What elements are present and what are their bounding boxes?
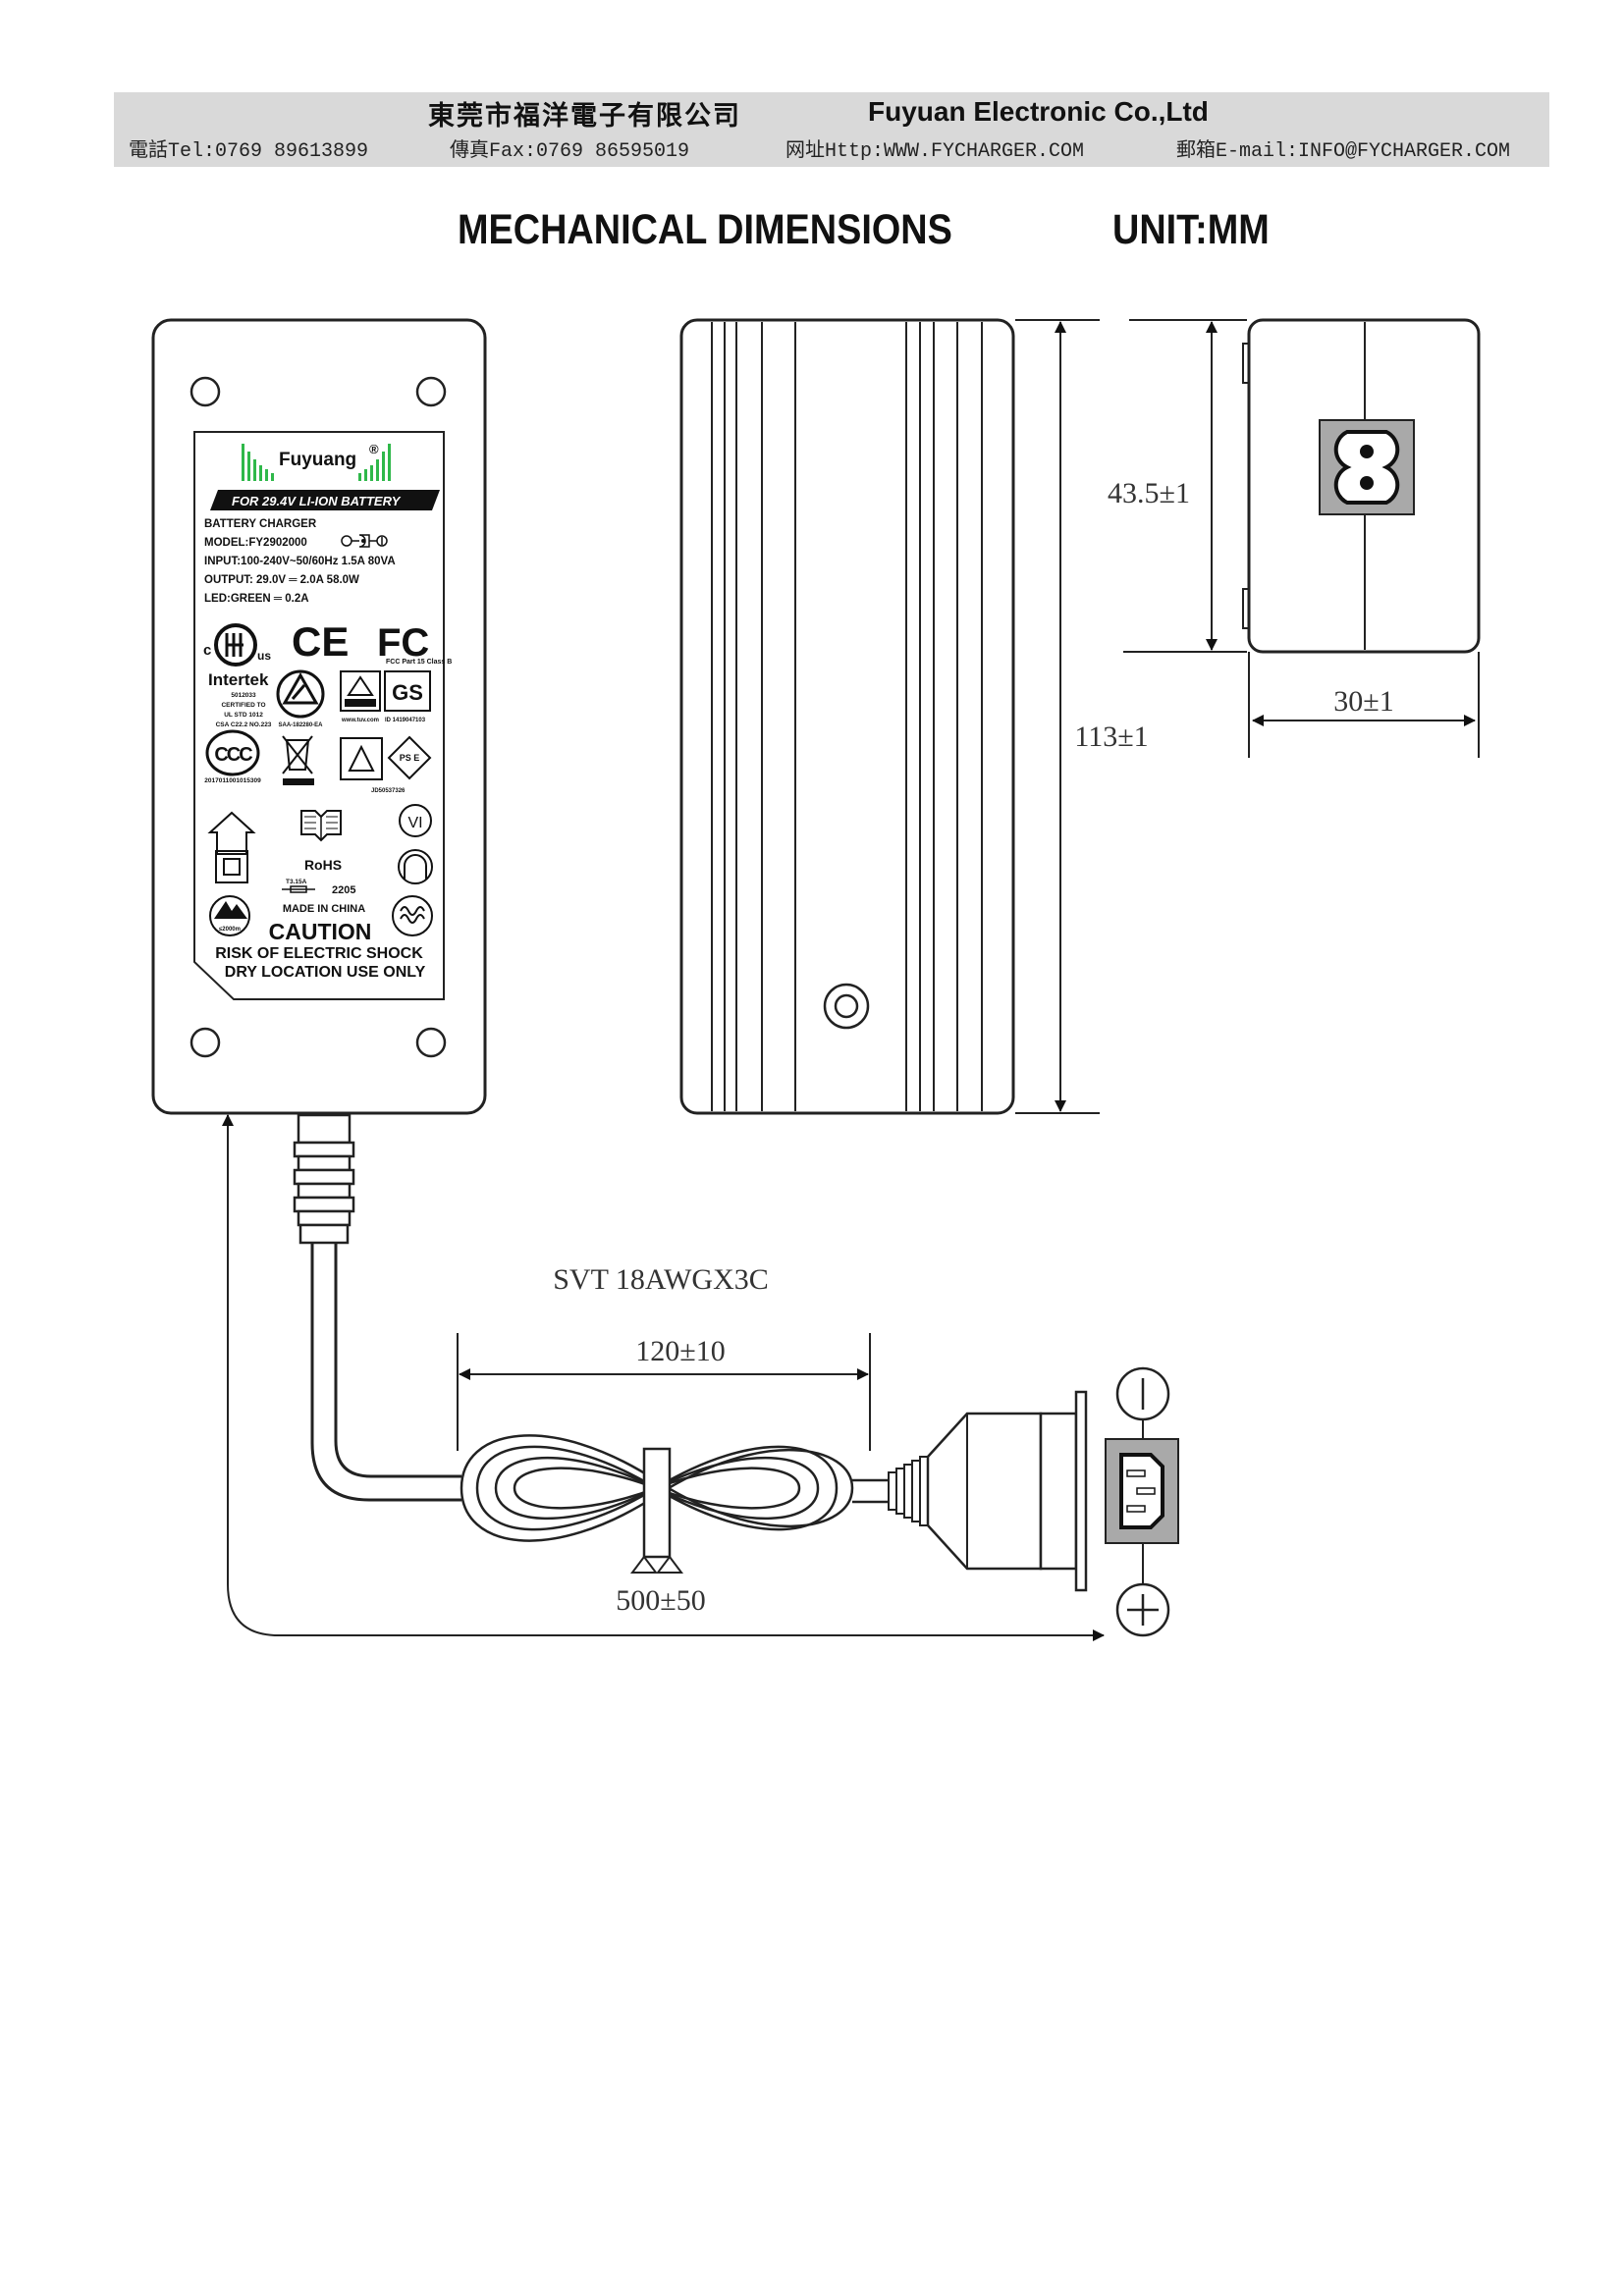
ccc-mark-icon: CCC [205,729,260,776]
weee-bin-icon [282,735,314,785]
mount-hole [415,376,447,407]
efficiency-vi-icon: VI [399,804,432,837]
gs-mark-icon: GS [384,670,431,712]
pse-mark-icon: PS E [387,735,432,780]
energy-efficiency-icon [392,895,433,936]
cable-length-dimension [222,1114,1105,1641]
company-name-en: Fuyuan Electronic Co.,Ltd [868,96,1209,127]
label-line: BATTERY CHARGER [204,518,317,530]
iec-socket-icon [1105,1438,1179,1544]
safety-transformer-icon [398,849,433,884]
svg-text:c: c [203,642,211,659]
height-dimension [1123,319,1247,653]
double-insulation-icon [215,850,248,883]
rcm-mark-icon [276,669,325,719]
svg-text:us: us [257,649,271,663]
battery-banner: FOR 29.4V LI-ION BATTERY [232,494,402,508]
cable-length-label: 500±50 [616,1584,705,1617]
etl-mark-icon: c us [203,623,271,667]
output-cable [852,1478,889,1504]
fcc-note: FCC Part 15 Class B [386,659,452,666]
warning-line: DRY LOCATION USE ONLY [225,964,426,981]
page-title: MECHANICAL DIMENSIONS [458,206,952,253]
coil-length-label: 120±10 [635,1335,725,1367]
indoor-use-icon [207,811,256,855]
mount-hole [189,1027,221,1058]
height-label: 43.5±1 [1108,477,1190,509]
date-code: 2205 [332,884,355,896]
altitude-icon: ≤2000m [209,895,250,936]
caution-heading: CAUTION [269,919,372,944]
svg-text:VI: VI [407,815,422,831]
polarity-symbol-icon [341,534,388,548]
registered-mark: ® [369,442,379,456]
saa-number: SAA-182280-EA [278,722,323,728]
coil-dimension [457,1333,871,1451]
tel-text: 電話Tel:0769 89613899 [129,140,369,163]
width-label: 30±1 [1333,685,1393,718]
power-cable [310,1243,461,1502]
label-line: MODEL:FY2902000 [204,537,307,549]
mount-hole [415,1027,447,1058]
svg-text:CCC: CCC [214,744,252,766]
tuv-id: ID 1419047103 [385,718,426,723]
web-text: 网址Http:WWW.FYCHARGER.COM [785,140,1085,163]
length-dimension [1015,319,1100,1114]
intertek-mark: Intertek [208,670,269,689]
label-line: INPUT:100-240V~50/60Hz 1.5A 80VA [204,556,396,567]
coiled-cable [460,1434,854,1574]
svg-text:CSA C22.2 NO.223: CSA C22.2 NO.223 [216,721,272,728]
tuv-web: www.tuv.com [341,718,379,723]
fuse-rating: T3.15A [286,879,307,885]
svg-text:≤2000m: ≤2000m [219,927,241,933]
fcc-mark-icon: FC [377,621,429,665]
cable-strain-relief [293,1113,355,1245]
label-line: OUTPUT: 29.0V ═ 2.0A 58.0W [204,574,359,586]
label-line: LED:GREEN ═ 0.2A [204,593,309,605]
svg-text:5012033: 5012033 [231,692,256,699]
pse-number: JD50537326 [371,788,406,794]
ccc-number: 2017011001015309 [204,777,261,784]
positive-terminal-icon [1115,1582,1170,1637]
negative-terminal-icon [1115,1366,1170,1421]
output-connector [888,1390,1088,1592]
length-label: 113±1 [1074,721,1148,753]
fuse-icon [282,885,315,893]
svg-text:UL STD 1012: UL STD 1012 [224,712,263,719]
cable-type-label: SVT 18AWGX3C [553,1263,769,1296]
ce-mark-icon: CE [292,618,349,665]
charger-side-view [1242,318,1481,654]
fax-text: 傳真Fax:0769 86595019 [450,140,690,163]
company-header: 東莞市福洋電子有限公司 Fuyuan Electronic Co.,Ltd 電話… [114,92,1549,167]
charger-front-view: Fuyuang ® FOR 29.4V LI-ION BATTERY BATTE… [151,318,487,1115]
brand-name: Fuyuang [279,450,356,470]
tuv-mark-icon [340,670,381,712]
manual-book-icon [300,810,342,842]
unit-title: UNIT:MM [1112,206,1270,253]
svg-text:GS: GS [392,680,423,705]
rohs-mark: RoHS [304,857,342,873]
warning-line: RISK OF ELECTRIC SHOCK [215,945,423,962]
warning-triangle-icon [340,737,383,780]
email-text: 郵箱E-mail:INFO@FYCHARGER.COM [1176,140,1511,163]
svg-text:PS E: PS E [400,753,420,763]
charger-top-view [679,318,1015,1115]
brand-logo [242,444,391,481]
made-in-china: MADE IN CHINA [283,903,365,915]
mount-hole [189,376,221,407]
width-dimension [1248,652,1480,758]
company-name-cn: 東莞市福洋電子有限公司 [428,101,741,132]
svg-text:CERTIFIED TO: CERTIFIED TO [221,702,265,709]
